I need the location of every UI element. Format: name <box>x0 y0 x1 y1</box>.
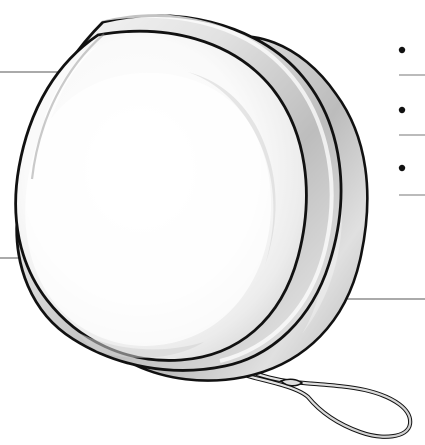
bullet-dot-1 <box>399 47 405 53</box>
bullet-dot-2 <box>399 107 405 113</box>
bullet-list-decoration <box>399 47 425 195</box>
bullet-dot-3 <box>399 165 405 171</box>
yo-yo-front-face <box>16 31 307 360</box>
